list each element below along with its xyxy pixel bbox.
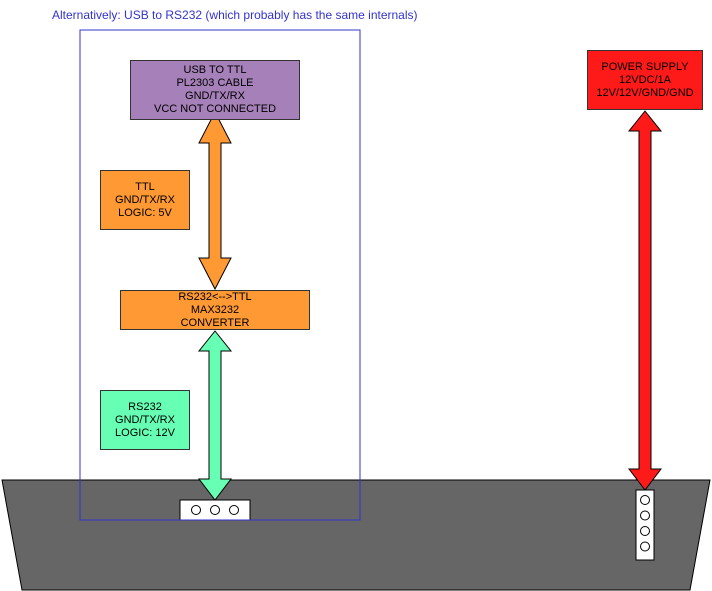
device-body: [1, 479, 711, 591]
alternative-note: Alternatively: USB to RS232 (which proba…: [52, 8, 418, 22]
power-supply-box: POWER SUPPLY 12VDC/1A 12V/12V/GND/GND: [587, 50, 703, 110]
converter-line-3: CONVERTER: [180, 316, 250, 329]
rs232-info-line-3: LOGIC: 12V: [115, 426, 175, 439]
usb-ttl-line-2: PL2303 CABLE: [176, 77, 254, 89]
power-pin: [640, 495, 650, 505]
serial-connector-pins: [191, 505, 239, 515]
ttl-link-arrow: [198, 110, 232, 291]
converter-line-1: RS232<-->TTL: [178, 290, 252, 303]
ttl-info-box: TTL GND/TX/RX LOGIC: 5V: [100, 170, 190, 230]
power-supply-line-1: POWER SUPPLY: [601, 60, 689, 73]
usb-ttl-line-4: VCC NOT CONNECTED: [153, 103, 277, 115]
converter-box: RS232<-->TTL MAX3232 CONVERTER: [120, 290, 310, 330]
power-connector-pins: [640, 495, 650, 552]
serial-pin: [191, 505, 201, 515]
rs232-info-line-2: GND/TX/RX: [115, 413, 175, 426]
power-supply-line-3: 12V/12V/GND/GND: [596, 86, 694, 99]
power-supply-line-2: 12VDC/1A: [619, 73, 671, 86]
power-pin: [640, 541, 650, 552]
rs232-info-box: RS232 GND/TX/RX LOGIC: 12V: [100, 390, 190, 450]
power-connector: [635, 489, 655, 561]
power-pin: [640, 526, 650, 536]
power-pin: [640, 510, 650, 521]
ttl-info-line-1: TTL: [135, 180, 155, 193]
alternative-frame: [79, 29, 361, 521]
usb-ttl-line-3: GND/TX/RX: [185, 90, 245, 102]
ttl-info-line-2: GND/TX/RX: [115, 193, 175, 206]
rs232-info-line-1: RS232: [128, 400, 162, 413]
usb-ttl-line-1: USB TO TTL: [183, 64, 247, 76]
serial-pin: [229, 505, 239, 515]
rs232-link-arrow: [197, 330, 233, 501]
ttl-info-line-3: LOGIC: 5V: [118, 206, 172, 219]
power-link-arrow: [627, 110, 663, 491]
usb-ttl-cable-box: USB TO TTL PL2303 CABLE GND/TX/RX VCC NO…: [130, 60, 300, 120]
converter-line-2: MAX3232: [190, 303, 240, 316]
serial-pin: [210, 505, 220, 515]
